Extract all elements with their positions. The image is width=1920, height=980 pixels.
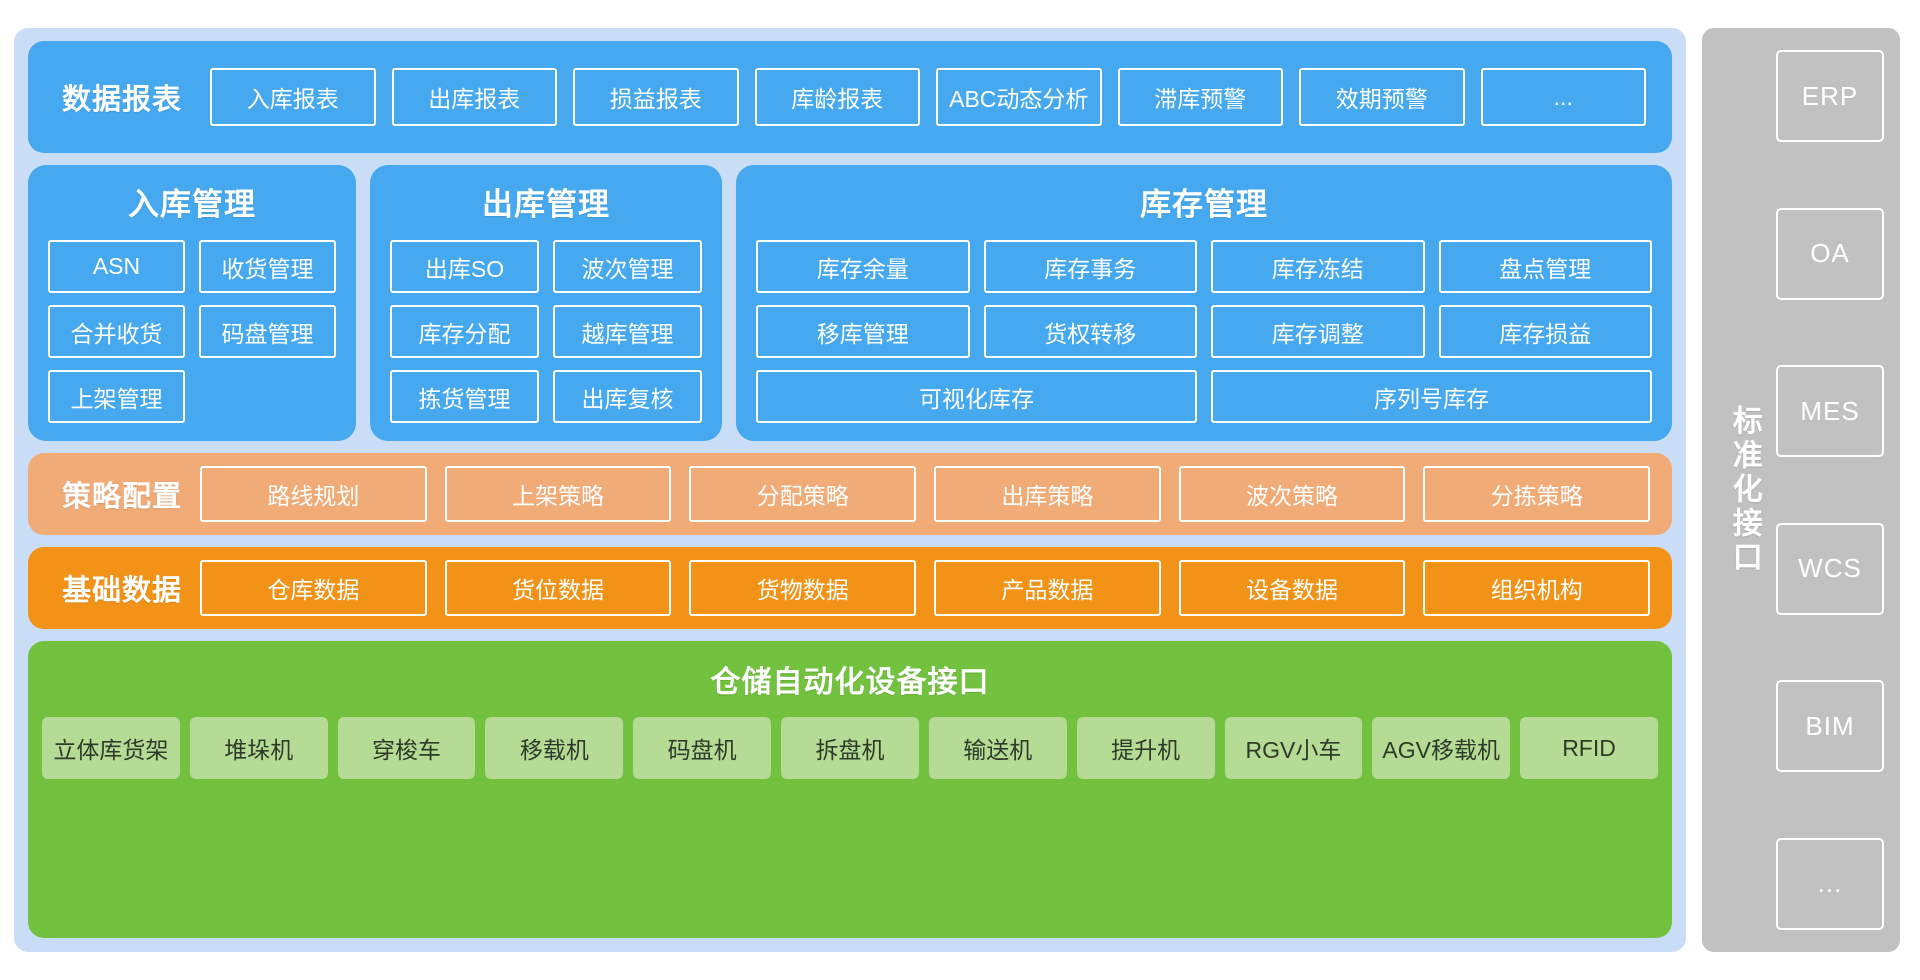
inbound-item-receiving[interactable]: 收货管理 bbox=[199, 240, 336, 293]
report-item-slow-moving-alert[interactable]: 滞库预警 bbox=[1117, 68, 1284, 126]
stock-item-transfer[interactable]: 移库管理 bbox=[756, 305, 970, 358]
equipment-item-depalletizer[interactable]: 拆盘机 bbox=[781, 717, 919, 779]
policy-item-putaway[interactable]: 上架策略 bbox=[444, 466, 672, 522]
interface-item-erp[interactable]: ERP bbox=[1776, 50, 1884, 142]
inbound-item-asn[interactable]: ASN bbox=[48, 240, 185, 293]
report-item-stock-age[interactable]: 库龄报表 bbox=[754, 68, 921, 126]
basic-data-item-equipment[interactable]: 设备数据 bbox=[1178, 560, 1406, 616]
interface-item-oa[interactable]: OA bbox=[1776, 207, 1884, 300]
inbound-management-title: 入库管理 bbox=[128, 187, 256, 222]
automation-equipment-band: 仓储自动化设备接口 立体库货架 堆垛机 穿梭车 移载机 码盘机 拆盘机 输送机 … bbox=[28, 641, 1672, 938]
stock-item-counting[interactable]: 盘点管理 bbox=[1438, 240, 1652, 293]
policy-item-outbound[interactable]: 出库策略 bbox=[934, 466, 1161, 522]
equipment-item-rfid[interactable]: RFID bbox=[1520, 717, 1658, 779]
equipment-item-asrs-rack[interactable]: 立体库货架 bbox=[42, 717, 180, 779]
basic-data-item-goods[interactable]: 货物数据 bbox=[689, 560, 917, 616]
basic-data-item-warehouse[interactable]: 仓库数据 bbox=[200, 560, 427, 616]
data-reports-title: 数据报表 bbox=[62, 84, 183, 116]
outbound-item-allocation[interactable]: 库存分配 bbox=[390, 305, 539, 358]
equipment-item-shuttle[interactable]: 穿梭车 bbox=[337, 717, 476, 779]
stock-item-profit-loss[interactable]: 库存损益 bbox=[1438, 305, 1652, 358]
inbound-item-placeholder bbox=[199, 370, 336, 423]
outbound-item-recheck[interactable]: 出库复核 bbox=[553, 370, 702, 423]
inbound-management-item-grid: ASN 收货管理 合并收货 码盘管理 上架管理 bbox=[48, 240, 336, 423]
outbound-item-wave[interactable]: 波次管理 bbox=[553, 240, 702, 293]
data-reports-item-list: 入库报表 出库报表 损益报表 库龄报表 ABC动态分析 滞库预警 效期预警 ..… bbox=[210, 68, 1647, 126]
main-architecture-panel: 数据报表 入库报表 出库报表 损益报表 库龄报表 ABC动态分析 滞库预警 效期… bbox=[14, 28, 1686, 952]
stock-item-transaction[interactable]: 库存事务 bbox=[983, 240, 1197, 293]
inbound-item-putaway[interactable]: 上架管理 bbox=[48, 370, 185, 423]
management-columns-row: 入库管理 ASN 收货管理 合并收货 码盘管理 上架管理 出库管理 出库SO 波… bbox=[28, 165, 1672, 441]
inbound-item-palletizing[interactable]: 码盘管理 bbox=[199, 305, 336, 358]
stock-item-visual-inventory[interactable]: 可视化库存 bbox=[756, 370, 1197, 423]
stock-management-column: 库存管理 库存余量 库存事务 库存冻结 盘点管理 移库管理 货权转移 库存调整 … bbox=[736, 165, 1672, 441]
data-reports-band: 数据报表 入库报表 出库报表 损益报表 库龄报表 ABC动态分析 滞库预警 效期… bbox=[28, 41, 1672, 153]
policy-item-sorting[interactable]: 分拣策略 bbox=[1423, 466, 1651, 522]
standard-interface-item-list: ERP OA MES WCS BIM ... bbox=[1776, 46, 1884, 934]
stock-item-adjustment[interactable]: 库存调整 bbox=[1211, 305, 1425, 358]
outbound-management-title: 出库管理 bbox=[482, 187, 610, 222]
report-item-abc-analysis[interactable]: ABC动态分析 bbox=[936, 68, 1102, 126]
stock-management-title: 库存管理 bbox=[1140, 187, 1268, 222]
standard-interface-label: 标准化接口 bbox=[1727, 405, 1761, 575]
policy-item-wave[interactable]: 波次策略 bbox=[1178, 466, 1406, 522]
equipment-item-transfer-machine[interactable]: 移载机 bbox=[485, 717, 624, 779]
stock-item-ownership-transfer[interactable]: 货权转移 bbox=[983, 305, 1197, 358]
interface-item-bim[interactable]: BIM bbox=[1776, 680, 1884, 773]
outbound-item-so[interactable]: 出库SO bbox=[390, 240, 539, 293]
equipment-item-stacker-crane[interactable]: 堆垛机 bbox=[189, 717, 328, 779]
report-item-expiry-alert[interactable]: 效期预警 bbox=[1299, 68, 1465, 126]
outbound-management-item-grid: 出库SO 波次管理 库存分配 越库管理 拣货管理 出库复核 bbox=[390, 240, 702, 423]
outbound-item-picking[interactable]: 拣货管理 bbox=[390, 370, 539, 423]
stock-item-balance[interactable]: 库存余量 bbox=[756, 240, 970, 293]
interface-item-wcs[interactable]: WCS bbox=[1776, 522, 1884, 615]
policy-item-allocation[interactable]: 分配策略 bbox=[689, 466, 917, 522]
equipment-item-conveyor[interactable]: 输送机 bbox=[928, 717, 1067, 779]
automation-equipment-item-list: 立体库货架 堆垛机 穿梭车 移载机 码盘机 拆盘机 输送机 提升机 RGV小车 … bbox=[42, 717, 1658, 924]
equipment-item-palletizer[interactable]: 码盘机 bbox=[633, 717, 772, 779]
report-item-outbound[interactable]: 出库报表 bbox=[391, 68, 558, 126]
basic-data-item-list: 仓库数据 货位数据 货物数据 产品数据 设备数据 组织机构 bbox=[200, 560, 1651, 616]
basic-data-item-organization[interactable]: 组织机构 bbox=[1423, 560, 1651, 616]
report-item-inbound[interactable]: 入库报表 bbox=[210, 68, 376, 126]
interface-item-mes[interactable]: MES bbox=[1776, 365, 1884, 458]
interface-item-more[interactable]: ... bbox=[1776, 837, 1884, 930]
basic-data-item-location[interactable]: 货位数据 bbox=[444, 560, 672, 616]
report-item-more[interactable]: ... bbox=[1480, 68, 1647, 126]
report-item-profit-loss[interactable]: 损益报表 bbox=[573, 68, 739, 126]
outbound-management-column: 出库管理 出库SO 波次管理 库存分配 越库管理 拣货管理 出库复核 bbox=[370, 165, 722, 441]
policy-item-list: 路线规划 上架策略 分配策略 出库策略 波次策略 分拣策略 bbox=[200, 466, 1651, 522]
standard-interface-panel: 标准化接口 ERP OA MES WCS BIM ... bbox=[1702, 28, 1900, 952]
stock-management-item-grid: 库存余量 库存事务 库存冻结 盘点管理 移库管理 货权转移 库存调整 库存损益 … bbox=[756, 240, 1652, 423]
equipment-item-agv[interactable]: AGV移载机 bbox=[1372, 717, 1511, 779]
outbound-item-cross-dock[interactable]: 越库管理 bbox=[553, 305, 702, 358]
basic-data-title: 基础数据 bbox=[62, 575, 183, 607]
inbound-item-merge-receiving[interactable]: 合并收货 bbox=[48, 305, 185, 358]
equipment-item-lifter[interactable]: 提升机 bbox=[1076, 717, 1215, 779]
inbound-management-column: 入库管理 ASN 收货管理 合并收货 码盘管理 上架管理 bbox=[28, 165, 356, 441]
stock-item-serial-inventory[interactable]: 序列号库存 bbox=[1211, 370, 1652, 423]
policy-configuration-band: 策略配置 路线规划 上架策略 分配策略 出库策略 波次策略 分拣策略 bbox=[28, 453, 1672, 535]
equipment-item-rgv[interactable]: RGV小车 bbox=[1224, 717, 1363, 779]
basic-data-band: 基础数据 仓库数据 货位数据 货物数据 产品数据 设备数据 组织机构 bbox=[28, 547, 1672, 629]
automation-equipment-title: 仓储自动化设备接口 bbox=[710, 666, 990, 699]
stock-item-freeze[interactable]: 库存冻结 bbox=[1211, 240, 1425, 293]
basic-data-item-product[interactable]: 产品数据 bbox=[934, 560, 1161, 616]
policy-item-route-planning[interactable]: 路线规划 bbox=[200, 466, 427, 522]
policy-configuration-title: 策略配置 bbox=[62, 481, 183, 513]
